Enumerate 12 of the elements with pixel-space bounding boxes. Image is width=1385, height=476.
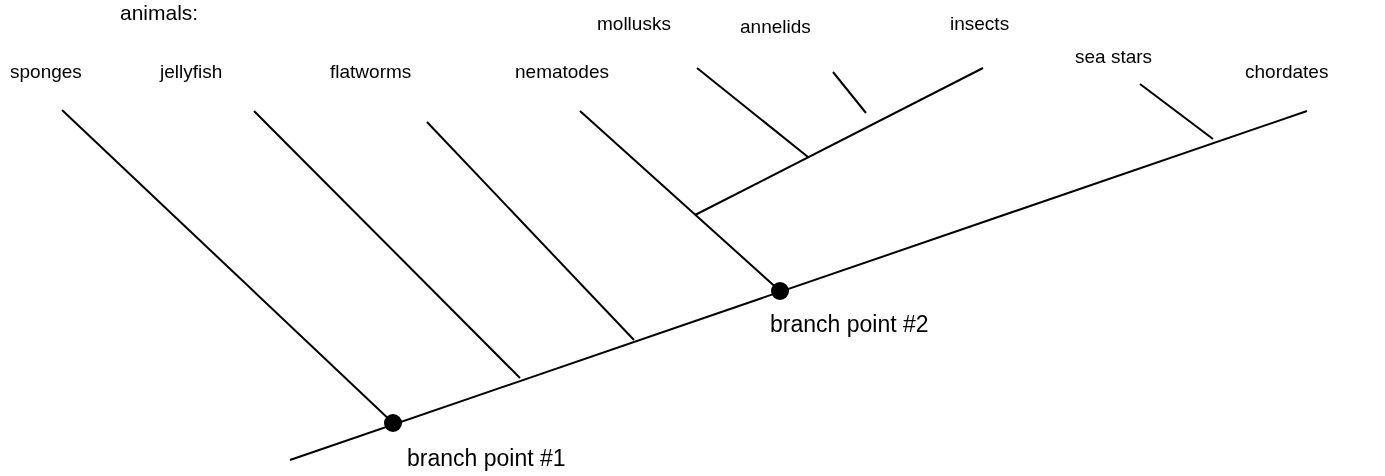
branch-point-label: branch point #1 — [407, 447, 566, 470]
taxon-label: annelids — [740, 17, 811, 36]
taxon-label: chordates — [1245, 62, 1329, 81]
taxon-label: sea stars — [1075, 47, 1153, 66]
taxon-label: insects — [950, 14, 1010, 33]
heading: animals: — [120, 2, 199, 23]
branch-point-label: branch point #2 — [770, 313, 929, 336]
taxon-label: flatworms — [330, 62, 412, 81]
taxon-label: nematodes — [515, 62, 609, 81]
taxon-label: jellyfish — [160, 62, 223, 81]
taxon-label: mollusks — [597, 14, 671, 33]
taxon-label: sponges — [10, 62, 82, 81]
